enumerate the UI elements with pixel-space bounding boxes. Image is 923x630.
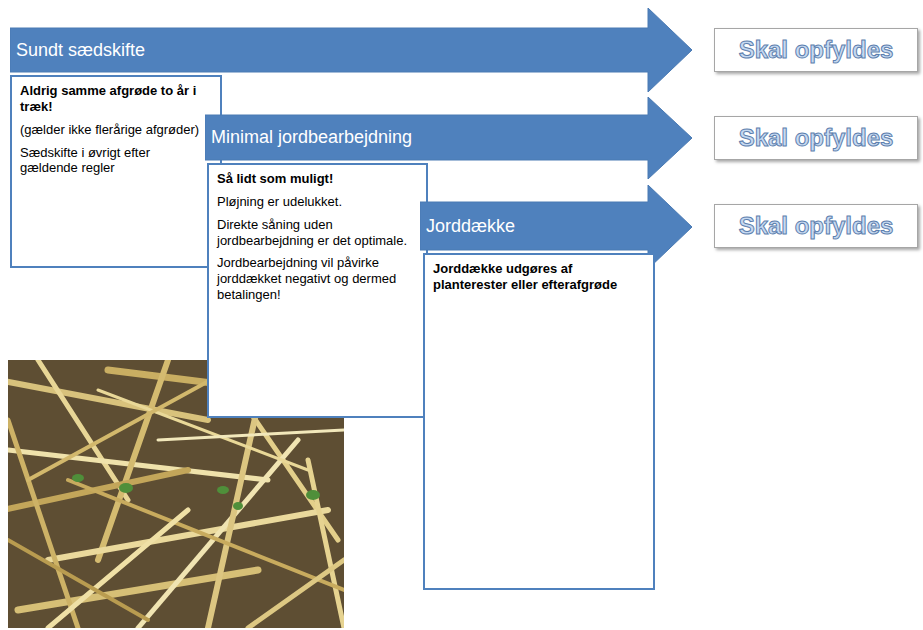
box-text: Pløjning er udelukket.	[217, 194, 420, 210]
requirement-box: Skal opfyldes	[714, 116, 918, 160]
box-heading: Jorddække udgøres af planterester eller …	[433, 261, 647, 293]
box-text: Jordbearbejdning vil påvirke jorddækket …	[217, 255, 420, 303]
requirement-box: Skal opfyldes	[714, 28, 918, 72]
box-heading: Så lidt som muligt!	[217, 171, 420, 187]
requirement-text: Skal opfyldes	[739, 36, 894, 64]
requirement-text: Skal opfyldes	[739, 124, 894, 152]
text-box: Aldrig samme afgrøde to år i træk! (gælde…	[10, 75, 222, 268]
band-heading: Sundt sædskifte	[16, 28, 145, 72]
band-heading: Minimal jordbearbejdning	[211, 115, 412, 160]
text-box: Så lidt som muligt! Pløjning er udelukket…	[207, 163, 428, 418]
box-heading: Aldrig samme afgrøde to år i træk!	[20, 83, 208, 115]
box-text: Sædskifte i øvrigt efter gældende regler	[20, 145, 208, 177]
box-text: Direkte såning uden jordbearbejdning er …	[217, 217, 420, 249]
text-box: Jorddække udgøres af planterester eller …	[423, 253, 655, 590]
box-text: (gælder ikke flerårige afgrøder)	[20, 122, 208, 138]
requirement-box: Skal opfyldes	[714, 204, 918, 248]
requirement-text: Skal opfyldes	[739, 212, 894, 240]
band-heading: Jorddække	[426, 202, 515, 250]
